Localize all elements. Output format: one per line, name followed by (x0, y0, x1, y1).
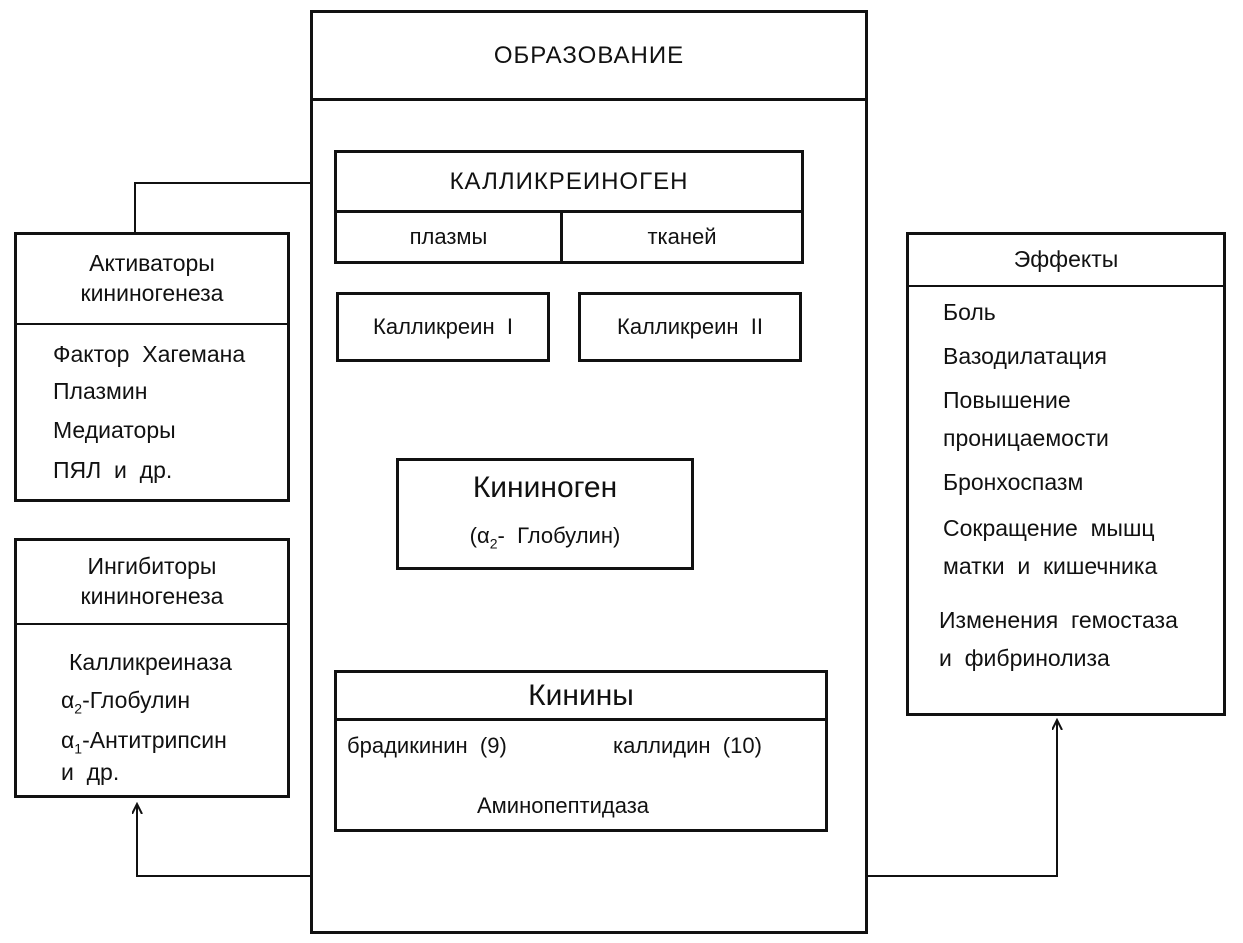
tissue-label: тканей (647, 224, 717, 249)
inhibitors-item-3-index: 1 (74, 740, 83, 757)
kallikrein2-label: Калликреин II (617, 314, 763, 339)
aminopeptidase-label: Аминопептидаза (477, 793, 650, 818)
kallikrein1-box: Калликреин I (336, 292, 550, 362)
activators-box: Активаторы кининогенеза Фактор Хагемана … (14, 232, 290, 502)
kininogen-subtitle: (α2- Глобулин) (399, 523, 691, 551)
activators-header: Активаторы кининогенеза (17, 235, 287, 325)
inhibitors-item-2: α2-Глобулин (61, 687, 190, 717)
kininogen-sub-post: - Глобулин) (497, 523, 621, 548)
effects-item-4: проницаемости (943, 425, 1109, 451)
activators-title-line1: Активаторы (89, 250, 215, 277)
effects-item-2: Вазодилатация (943, 343, 1107, 369)
kinins-title: Кинины (528, 678, 634, 712)
kininogen-box: Кининоген (α2- Глобулин) (396, 458, 694, 570)
activators-item-2: Плазмин (53, 378, 148, 404)
effects-item-8: Изменения гемостаза (939, 607, 1178, 633)
effects-item-1: Боль (943, 299, 996, 325)
inhibitors-item-1: Калликреиназа (69, 649, 232, 675)
formation-header: ОБРАЗОВАНИЕ (313, 13, 865, 101)
inhibitors-header: Ингибиторы кининогенеза (17, 541, 287, 625)
effects-item-3: Повышение (943, 387, 1071, 413)
kininogen-title: Кининоген (472, 471, 618, 504)
activators-item-1: Фактор Хагемана (53, 341, 246, 367)
effects-item-5: Бронхоспазм (943, 469, 1084, 495)
kallikreinogen-header: КАЛЛИКРЕИНОГЕН (337, 153, 801, 213)
effects-title: Эффекты (1013, 246, 1119, 273)
kallikrein2-box: Калликреин II (578, 292, 802, 362)
inhibitors-item-2-index: 2 (74, 700, 83, 717)
kallikreinogen-box: КАЛЛИКРЕИНОГЕН плазмы тканей (334, 150, 804, 264)
kinins-header: Кинины (337, 673, 825, 721)
kallidin-label: каллидин (10) (613, 733, 762, 758)
activators-item-4: ПЯЛ и др. (53, 457, 173, 483)
bradykinin-label: брадикинин (9) (347, 733, 507, 758)
effects-item-9: и фибринолиза (939, 645, 1110, 671)
effects-item-6: Сокращение мышц (943, 515, 1155, 541)
kinins-box: Кинины брадикинин (9) каллидин (10) Амин… (334, 670, 828, 832)
activators-arrow (134, 183, 334, 232)
inhibitors-box: Ингибиторы кининогенеза Калликреиназа α2… (14, 538, 290, 798)
inhibitors-item-3-pre: α (61, 727, 75, 753)
inhibitors-title-line1: Ингибиторы (87, 553, 217, 580)
inhibitors-item-2-pre: α (61, 687, 75, 713)
plasma-cell: плазмы (337, 213, 563, 261)
effects-box: Эффекты Боль Вазодилатация Повышение про… (906, 232, 1226, 716)
formation-title: ОБРАЗОВАНИЕ (493, 41, 685, 69)
activators-title-line2: кининогенеза (80, 280, 224, 306)
kallikreinogen-title: КАЛЛИКРЕИНОГЕН (449, 167, 689, 195)
kininogen-sub-index: 2 (489, 535, 498, 552)
inhibitors-title-line2: кининогенеза (80, 583, 224, 609)
effects-item-7: матки и кишечника (943, 553, 1158, 579)
tissue-cell: тканей (563, 213, 801, 261)
inhibitors-item-2-post: -Глобулин (82, 687, 191, 713)
effects-header: Эффекты (909, 235, 1223, 287)
plasma-label: плазмы (409, 224, 488, 249)
inhibitors-item-3: α1-Антитрипсин (61, 727, 227, 757)
inhibitors-item-3-post: -Антитрипсин (82, 727, 227, 753)
inhibitors-item-4: и др. (61, 759, 120, 785)
kininogen-sub-pre: (α (469, 523, 490, 548)
kallikrein1-label: Калликреин I (373, 314, 513, 339)
activators-item-3: Медиаторы (53, 417, 176, 443)
